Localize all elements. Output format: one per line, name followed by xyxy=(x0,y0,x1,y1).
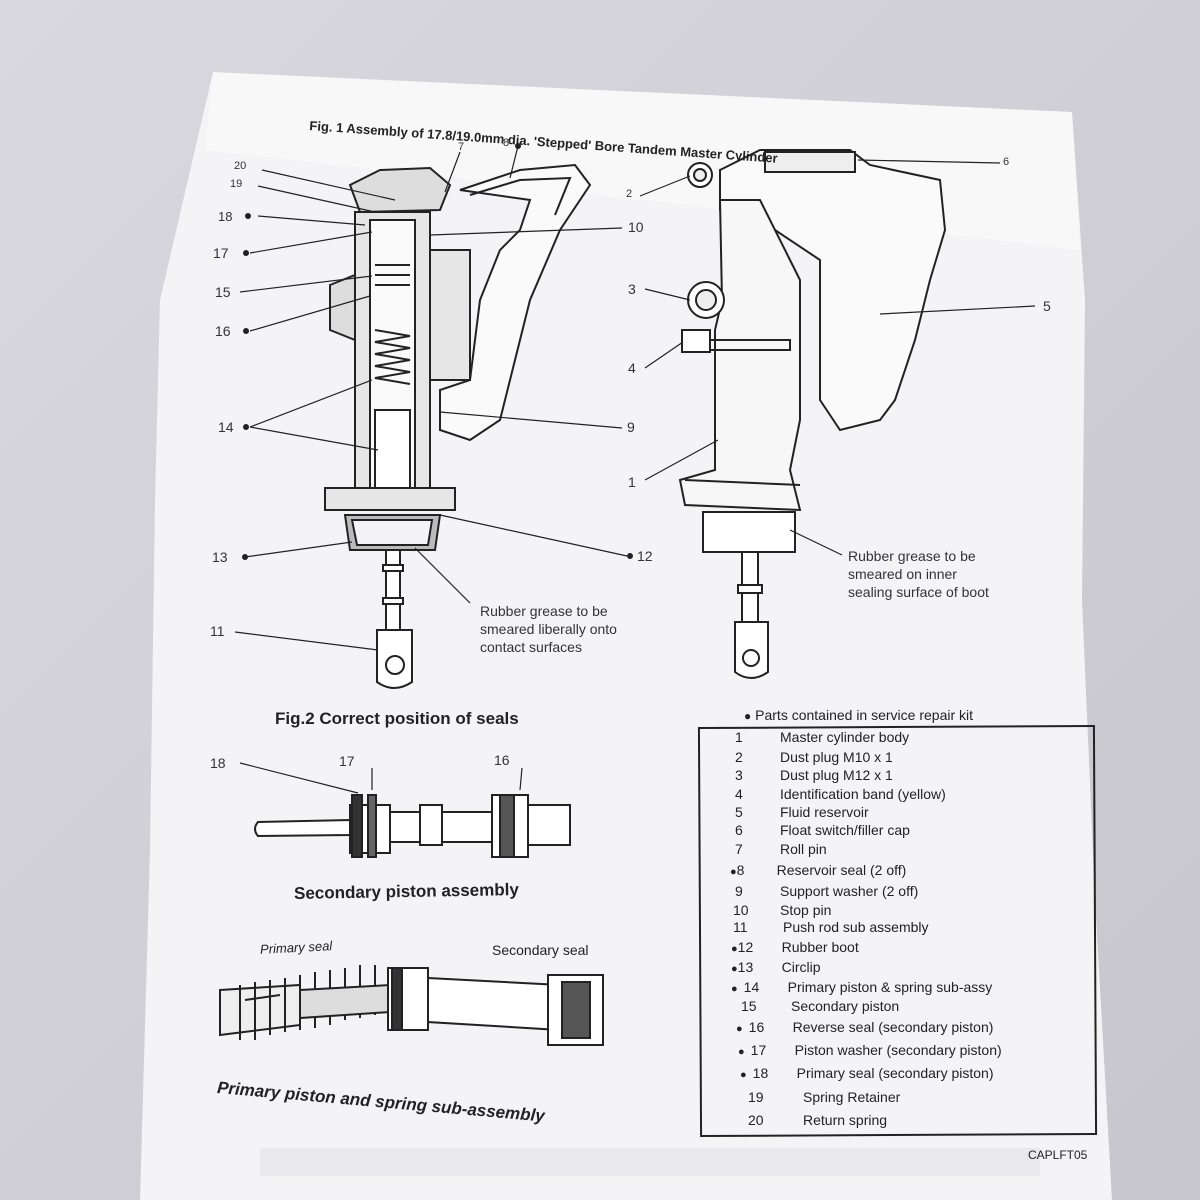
callout-17: 17 xyxy=(213,245,229,261)
fig2-callout-16: 16 xyxy=(494,752,510,768)
kit-bullet-icon: ● xyxy=(731,983,738,995)
callout-5: 5 xyxy=(1043,298,1051,314)
parts-table-frame xyxy=(697,724,1098,1138)
callout-20: 20 xyxy=(234,160,247,172)
callout-1: 1 xyxy=(628,474,636,490)
kit-bullet-icon: ● xyxy=(731,943,738,955)
callout-19: 19 xyxy=(230,178,243,190)
kit-bullet-icon: ● xyxy=(744,709,752,723)
callout-15: 15 xyxy=(215,284,231,300)
secondary-seal-label: Secondary seal xyxy=(492,942,589,958)
fig2-callout-18: 18 xyxy=(210,755,226,771)
secondary-piston-drawing xyxy=(254,794,571,858)
callout-9: 9 xyxy=(627,419,635,435)
leader-lines xyxy=(234,145,1036,794)
callout-13: 13 xyxy=(212,549,228,565)
primary-piston-drawing xyxy=(219,965,604,1046)
callout-3: 3 xyxy=(628,281,636,297)
document-code: CAPLFT05 xyxy=(1028,1148,1088,1162)
kit-bullet-icon: ● xyxy=(731,963,738,975)
callout-2: 2 xyxy=(626,188,633,200)
grease-note-right: Rubber grease to be smeared on inner sea… xyxy=(848,548,989,600)
callout-11: 11 xyxy=(210,623,225,639)
sectional-view-drawing xyxy=(324,163,592,689)
kit-bullet-icon: ● xyxy=(736,1023,743,1035)
callout-dots xyxy=(242,143,633,560)
kit-bullet-icon: ● xyxy=(730,866,737,878)
callout-6: 6 xyxy=(1003,156,1010,168)
callout-16: 16 xyxy=(215,323,231,339)
callout-7: 7 xyxy=(458,141,465,153)
external-view-drawing xyxy=(678,149,947,679)
callout-8: 8 xyxy=(503,137,510,149)
callout-18: 18 xyxy=(218,209,233,224)
callout-14: 14 xyxy=(218,419,234,435)
fig2-title: Fig.2 Correct position of seals xyxy=(275,709,519,728)
secondary-piston-caption: Secondary piston assembly xyxy=(293,880,520,903)
kit-bullet-icon: ● xyxy=(740,1069,747,1081)
kit-header: ● Parts contained in service repair kit xyxy=(744,707,973,723)
fig2-callout-17: 17 xyxy=(339,753,355,769)
kit-bullet-icon: ● xyxy=(738,1046,745,1058)
kit-header-text: Parts contained in service repair kit xyxy=(755,707,974,723)
callout-12: 12 xyxy=(637,548,653,564)
grease-note-left: Rubber grease to be smeared liberally on… xyxy=(480,603,617,655)
callout-10: 10 xyxy=(628,219,644,235)
callout-4: 4 xyxy=(628,360,636,376)
